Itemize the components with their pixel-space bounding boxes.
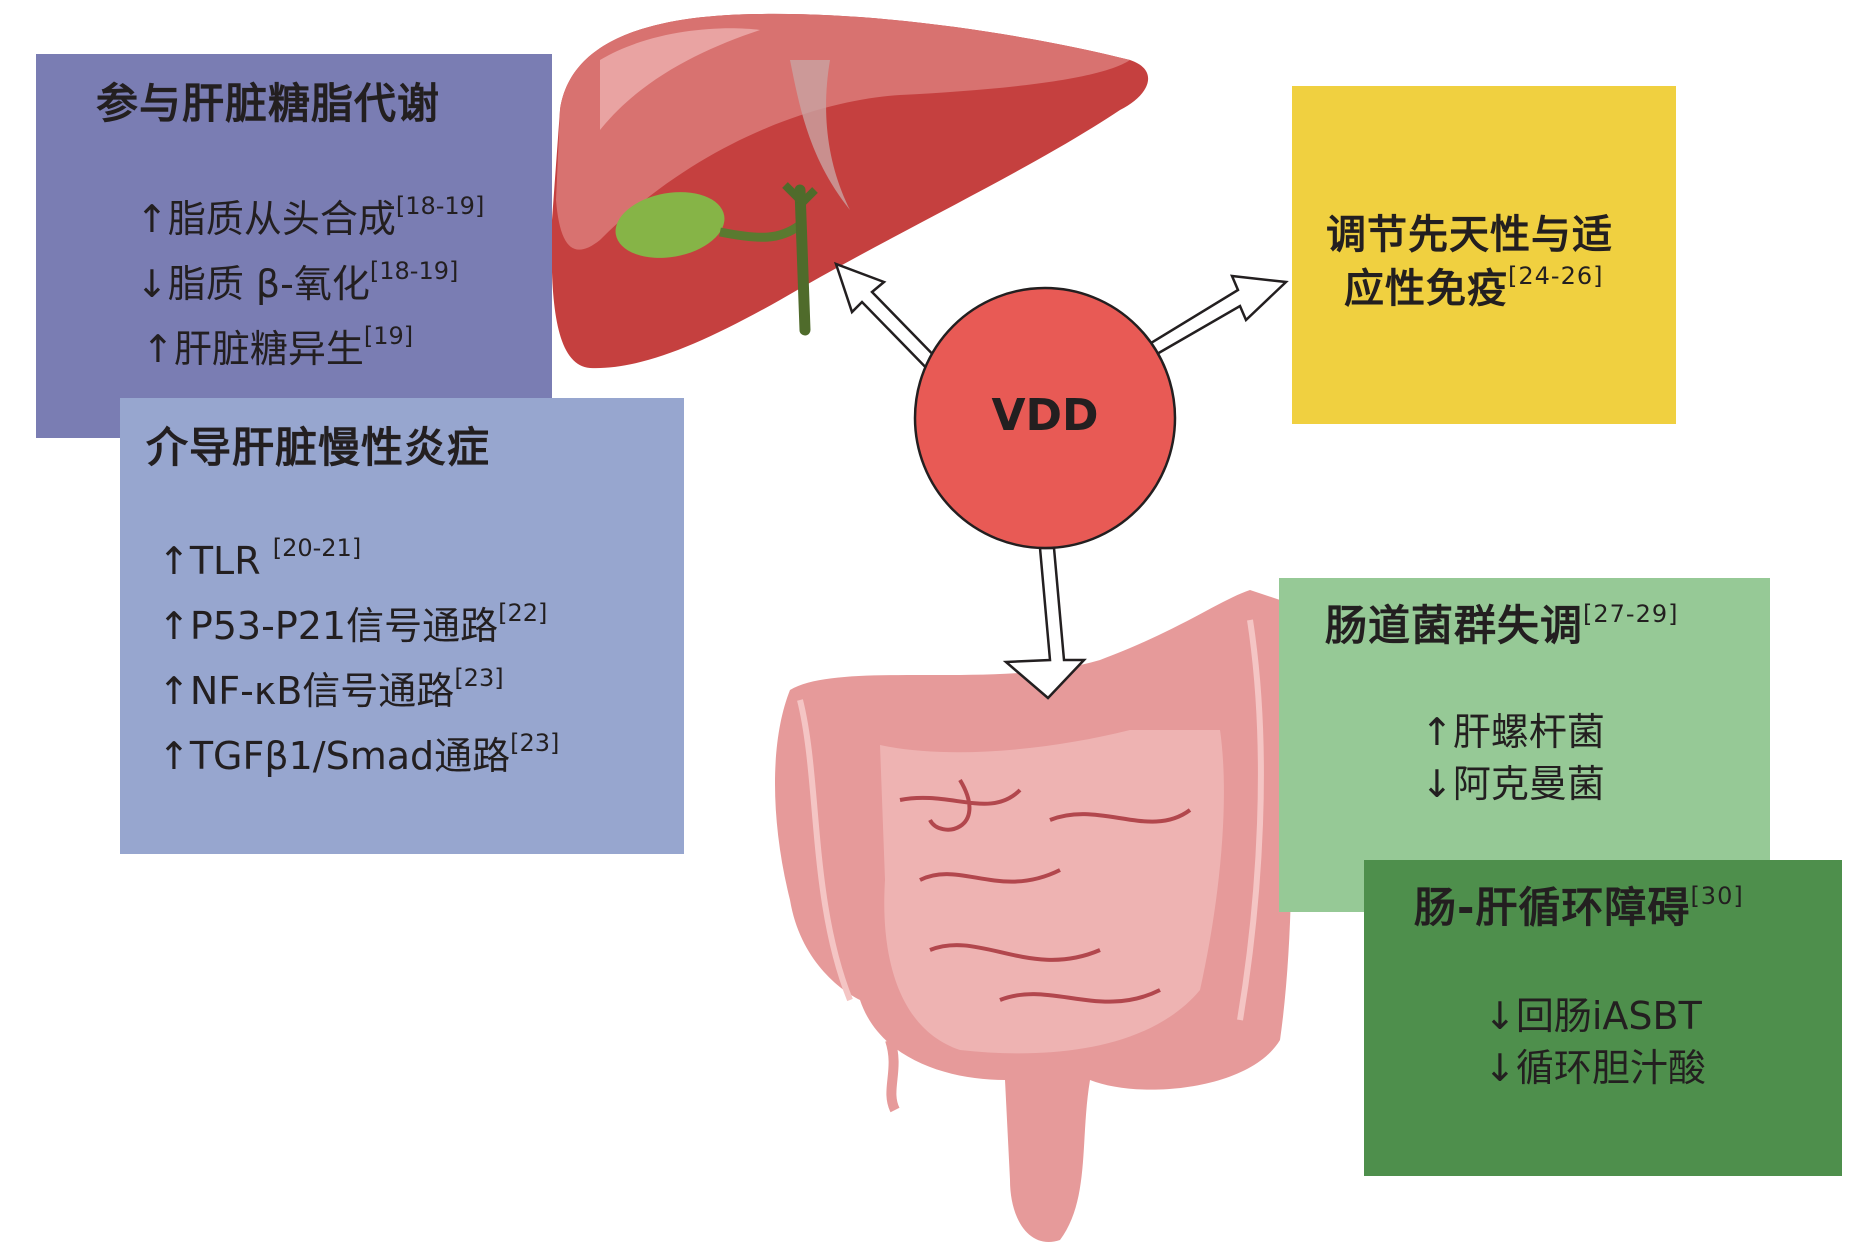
immunity-title-text: 应性免疫 <box>1344 266 1508 312</box>
metabolism-title: 参与肝脏糖脂代谢 <box>96 79 441 128</box>
list-item: ↑P53-P21信号通路[22] <box>158 587 559 652</box>
microbiota-title-text: 肠道菌群失调 <box>1325 601 1584 650</box>
arrow-to-immunity <box>1144 274 1289 360</box>
item-ref: [23] <box>454 664 504 692</box>
intestine-illustration <box>775 590 1292 1242</box>
immunity-title-line2: 应性免疫[24-26] <box>1344 256 1603 314</box>
item-text: ↓脂质 β-氧化 <box>136 262 370 306</box>
item-text: ↑脂质从头合成 <box>136 197 396 241</box>
item-ref: [19] <box>363 322 414 350</box>
microbiota-items: ↑肝螺杆菌 ↓阿克曼菌 <box>1421 706 1605 810</box>
metabolism-box: 参与肝脏糖脂代谢 ↑脂质从头合成[18-19] ↓脂质 β-氧化[18-19] … <box>36 54 552 438</box>
item-text: ↑TLR <box>158 539 273 583</box>
immunity-box: 调节先天性与适 应性免疫[24-26] <box>1292 86 1676 424</box>
list-item: ↑NF-κB信号通路[23] <box>158 652 559 717</box>
immunity-ref: [24-26] <box>1508 262 1604 290</box>
liver-illustration <box>551 13 1149 369</box>
microbiota-ref: [27-29] <box>1583 600 1679 628</box>
arrow-to-intestine <box>1002 546 1087 700</box>
inflammation-title: 介导肝脏慢性炎症 <box>146 423 491 472</box>
inflammation-box: 介导肝脏慢性炎症 ↑TLR [20-21] ↑P53-P21信号通路[22] ↑… <box>120 398 684 854</box>
enterohepatic-items: ↓回肠iASBT ↓循环胆汁酸 <box>1484 990 1706 1094</box>
enterohepatic-ref: [30] <box>1690 882 1744 910</box>
vdd-label: VDD <box>991 390 1099 441</box>
list-item: ↓循环胆汁酸 <box>1484 1046 1706 1090</box>
item-text: ↑NF-κB信号通路 <box>158 669 455 713</box>
item-ref: [20-21] <box>272 534 362 562</box>
microbiota-box: 肠道菌群失调[27-29] ↑肝螺杆菌 ↓阿克曼菌 <box>1279 578 1770 912</box>
immunity-title-line1: 调节先天性与适 <box>1326 212 1613 258</box>
item-ref: [23] <box>510 729 560 757</box>
item-ref: [22] <box>498 599 548 627</box>
item-ref: [18-19] <box>369 257 459 285</box>
item-text: ↑P53-P21信号通路 <box>158 604 499 648</box>
enterohepatic-title-text: 肠-肝循环障碍 <box>1414 883 1691 932</box>
microbiota-title: 肠道菌群失调[27-29] <box>1325 592 1678 653</box>
list-item: ↑TLR [20-21] <box>158 522 559 587</box>
list-item: ↑脂质从头合成[18-19] <box>136 180 484 245</box>
vdd-circle <box>913 286 1177 550</box>
list-item: ↑肝螺杆菌 <box>1421 710 1605 754</box>
enterohepatic-title: 肠-肝循环障碍[30] <box>1414 874 1744 935</box>
enterohepatic-box: 肠-肝循环障碍[30] ↓回肠iASBT ↓循环胆汁酸 <box>1364 860 1842 1176</box>
list-item: ↓脂质 β-氧化[18-19] <box>136 245 484 310</box>
list-item: ↑肝脏糖异生[19] <box>136 310 484 375</box>
item-text: ↑TGFβ1/Smad通路 <box>158 734 511 778</box>
list-item: ↓阿克曼菌 <box>1421 762 1605 806</box>
list-item: ↓回肠iASBT <box>1484 994 1702 1038</box>
metabolism-items: ↑脂质从头合成[18-19] ↓脂质 β-氧化[18-19] ↑肝脏糖异生[19… <box>136 180 484 375</box>
inflammation-items: ↑TLR [20-21] ↑P53-P21信号通路[22] ↑NF-κB信号通路… <box>158 522 559 782</box>
list-item: ↑TGFβ1/Smad通路[23] <box>158 717 559 782</box>
item-text: ↑肝脏糖异生 <box>142 327 364 371</box>
item-ref: [18-19] <box>395 192 485 220</box>
